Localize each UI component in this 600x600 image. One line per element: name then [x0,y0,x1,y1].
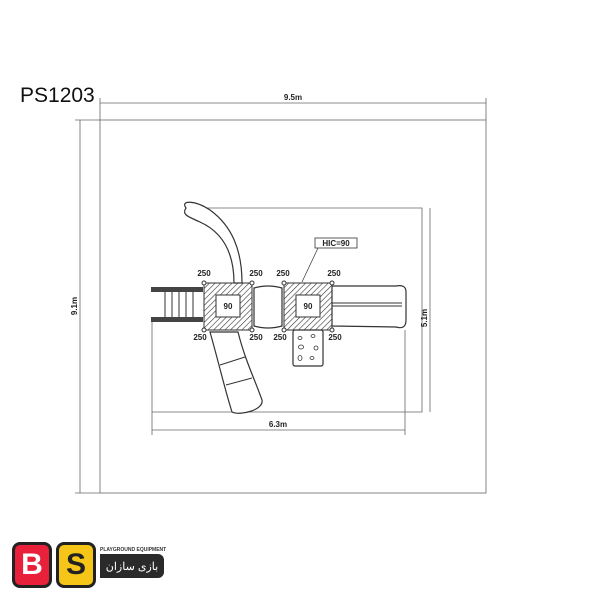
deck-1: 90 250 250 250 250 [193,269,263,342]
logo-name: بازی سازان [100,554,164,578]
double-slide [331,285,407,329]
logo-b-tile: B [12,542,52,588]
post-height: 250 [193,333,207,342]
deck-height: 90 [304,302,313,311]
equipment-depth-label: 5.1m [420,309,429,327]
safety-zone-outline [99,119,487,494]
tube-slide [209,331,263,414]
logo-s-tile: S [56,542,96,588]
logo-tagline: PLAYGROUND EQUIPMENT [100,547,167,553]
equipment-footprint [151,207,423,413]
hic-label: HIC=90 [322,239,350,248]
post-height: 250 [249,333,263,342]
post-height: 250 [273,333,287,342]
post-height: 250 [327,269,341,278]
hic-leader-line [301,247,319,283]
hic-callout-box [314,237,358,249]
climbing-wall [292,329,324,367]
deck-2: 90 250 250 250 250 [273,269,342,342]
post-height: 250 [328,333,342,342]
post-height: 250 [276,269,290,278]
curved-slide [183,201,243,284]
model-code: PS1203 [20,84,95,107]
overall-width-label: 9.5m [284,93,302,102]
bridge-tunnel [253,285,283,329]
ladder [151,287,203,322]
brand-logo: B S PLAYGROUND EQUIPMENT بازی سازان [12,542,212,592]
deck-height: 90 [224,302,233,311]
post-height: 250 [249,269,263,278]
overall-depth-label: 9.1m [70,297,79,315]
post-height: 250 [197,269,211,278]
equipment-width-label: 6.3m [269,420,287,429]
